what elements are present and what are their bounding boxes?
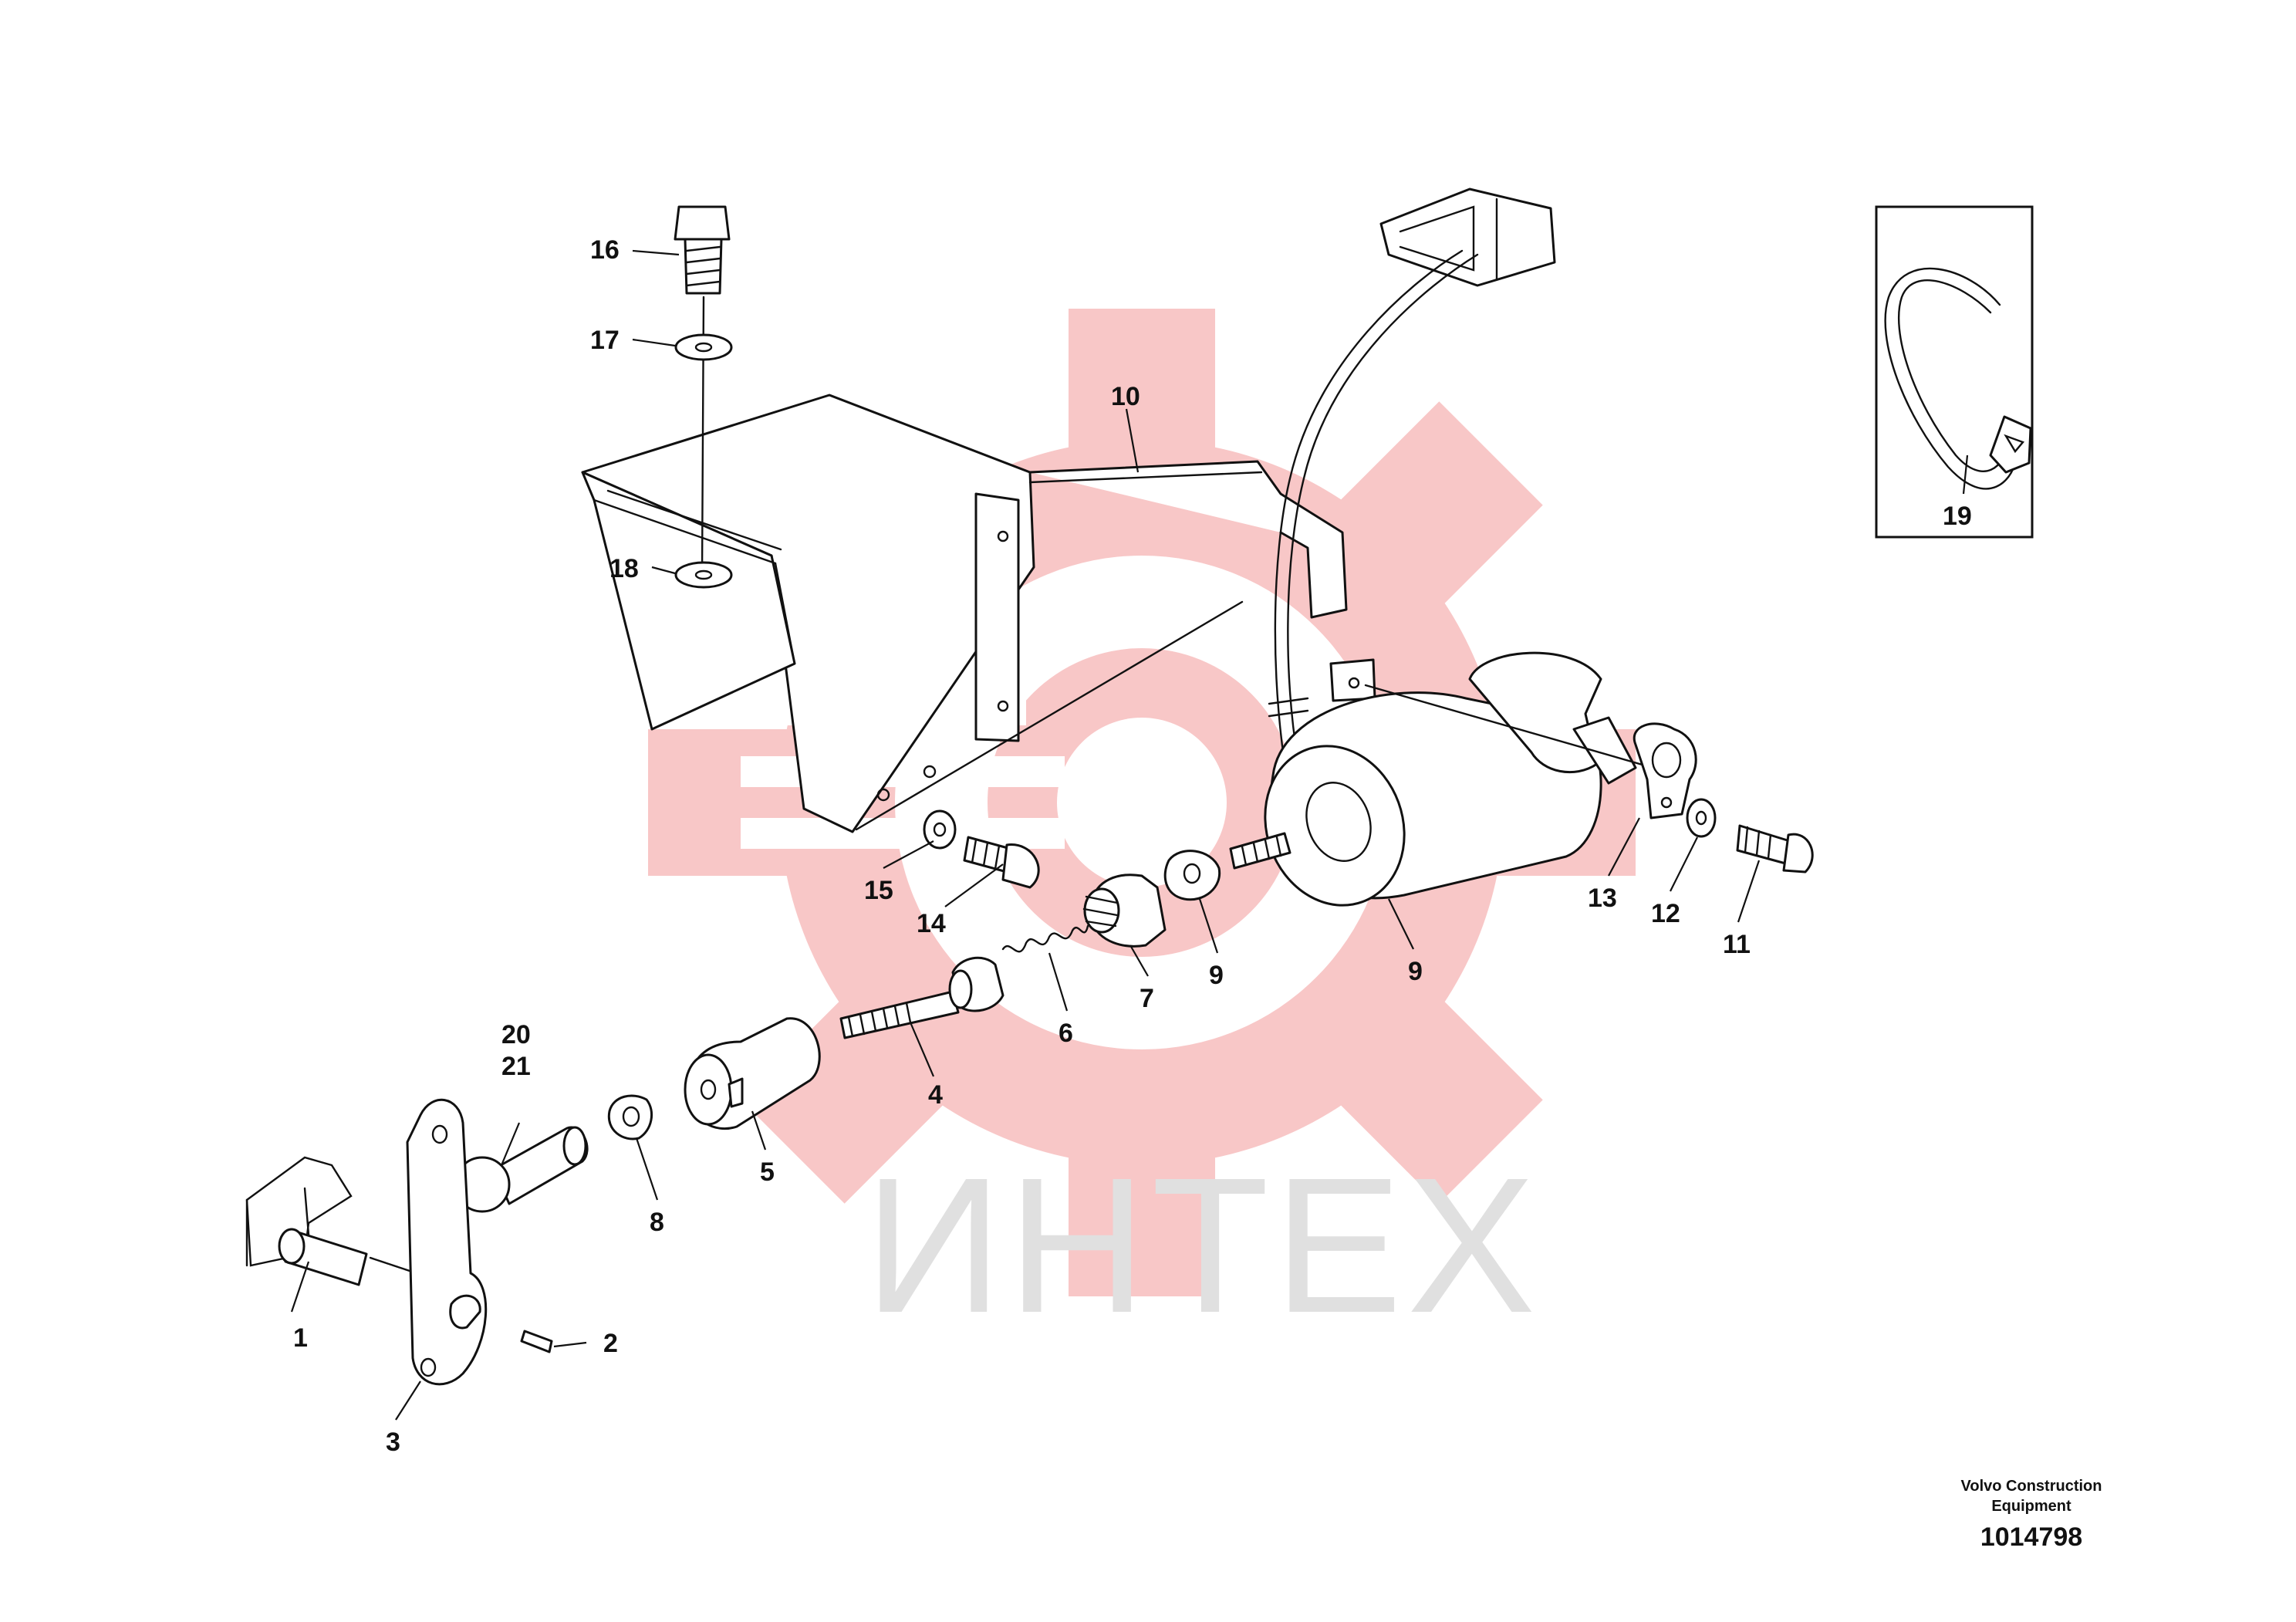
callout-labels: 1 2 3 4 5 6 7 8 9 9 10 11 12 13 14 15 16… [293,235,1972,1457]
bolt-16-part [674,205,731,295]
adjuster-7-part [1082,874,1167,948]
connector-plug-part [1379,188,1556,287]
cable-break-mark [1268,697,1309,718]
drawing-number: 1014798 [1980,1522,2082,1552]
brand-line-2: Equipment [1991,1498,2071,1515]
callout-17: 17 [590,326,620,355]
sleeve-5-part [684,1017,821,1130]
drawing-footer: Volvo Construction Equipment 1014798 [1961,1478,2102,1552]
callout-10: 10 [1111,382,1140,411]
callout-19: 19 [1943,502,1972,531]
callout-11: 11 [1723,930,1751,959]
pin-axis-line [369,1256,418,1275]
inset-box [1875,205,2034,539]
washer-12-part [1686,798,1717,838]
washer-18-part [674,561,733,589]
nut-9-part [1163,850,1221,901]
callout-6: 6 [1059,1019,1073,1048]
ball-joint-20-21-part [454,1126,589,1213]
callout-20: 20 [501,1020,531,1049]
callout-12: 12 [1651,899,1680,928]
bolt-14-part [963,836,1040,889]
stud-part [1229,832,1292,870]
spring-6-part [1001,924,1089,953]
callout-3: 3 [386,1428,400,1457]
leader-lines [290,249,1969,1421]
callout-7: 7 [1140,984,1154,1013]
cotter-pin-2-part [520,1330,553,1353]
callout-4: 4 [928,1080,943,1110]
watermark-text: ИНТЕХ [864,1137,1540,1353]
callout-2: 2 [603,1329,618,1358]
callout-15: 15 [864,876,893,905]
callout-9-nut: 9 [1209,961,1224,990]
washer-17-part [674,333,733,361]
rod-4-part [839,956,1004,1039]
lever-3-part [406,1098,488,1386]
cable-line-2 [1274,249,1464,796]
callout-16: 16 [590,235,620,265]
base-mount-part [245,1156,353,1267]
nut-8-part [607,1094,653,1140]
callout-1: 1 [293,1323,308,1353]
callout-5: 5 [760,1157,775,1187]
solenoid-9-part [1264,651,1637,907]
washer-15-part [923,809,957,850]
pin-1-part [278,1228,368,1286]
callout-18: 18 [609,554,639,583]
bolt-11-part [1736,824,1814,874]
callout-21: 21 [501,1052,531,1081]
clamp-13-part [1633,722,1697,819]
callout-14: 14 [917,909,946,938]
cable-line [1287,253,1479,792]
brand-line-1: Volvo Construction [1961,1478,2102,1495]
callout-13: 13 [1588,884,1617,913]
mount-axis-line [1364,684,1668,773]
bracket-cover-part [581,394,1348,833]
callout-8: 8 [650,1208,664,1237]
callout-9-solenoid: 9 [1408,957,1423,986]
